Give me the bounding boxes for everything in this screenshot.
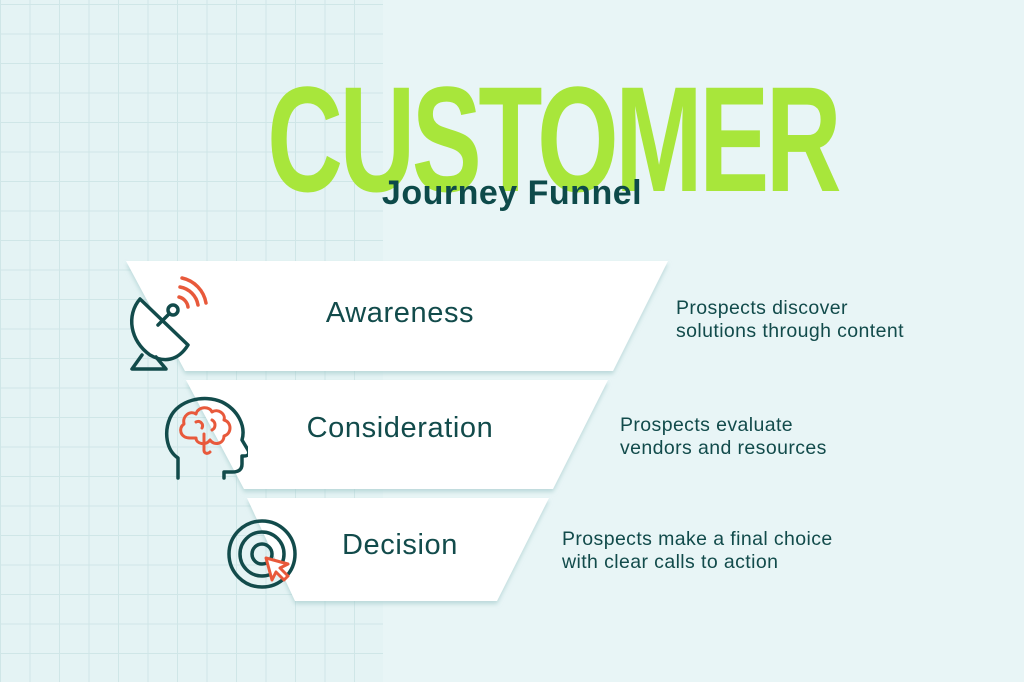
stage-description-line: vendors and resources — [620, 437, 827, 459]
stage-description-decision: Prospects make a final choice with clear… — [562, 528, 892, 574]
funnel-stage-decision — [247, 498, 549, 601]
stage-description-consideration: Prospects evaluate vendors and resources — [620, 414, 950, 460]
title-customer: CUSTOMER — [267, 55, 841, 223]
title-journey-funnel: Journey Funnel — [381, 174, 643, 212]
stage-description-line: solutions through content — [676, 320, 904, 342]
funnel-stage-consideration — [186, 380, 608, 489]
brain-head-icon — [164, 396, 248, 480]
stage-description-line: Prospects make a final choice — [562, 528, 833, 550]
stage-description-line: Prospects evaluate — [620, 414, 794, 436]
stage-description-awareness: Prospects discover solutions through con… — [676, 297, 1006, 343]
stage-label-awareness: Awareness — [325, 297, 475, 329]
target-click-icon — [227, 519, 297, 589]
stage-description-line: with clear calls to action — [562, 551, 779, 573]
stage-description-line: Prospects discover — [676, 297, 848, 319]
stage-label-consideration: Consideration — [306, 412, 494, 444]
funnel-stage-awareness — [126, 261, 668, 371]
stage-label-decision: Decision — [341, 529, 458, 561]
satellite-dish-icon — [130, 276, 208, 371]
